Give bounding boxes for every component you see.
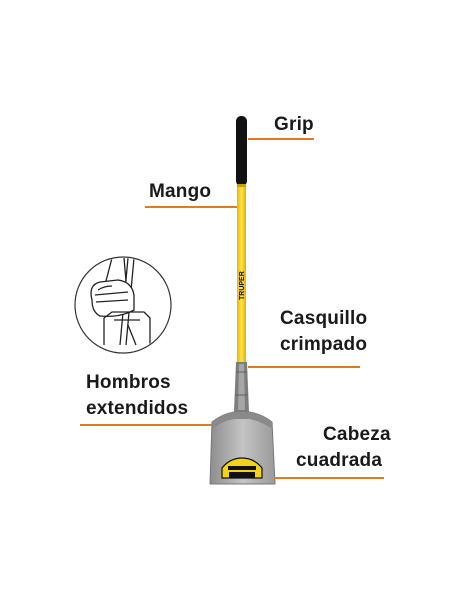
mango-label: Mango xyxy=(149,181,212,202)
grip-part xyxy=(236,116,247,186)
handle-part xyxy=(237,184,246,362)
grip-leader-line xyxy=(248,138,314,140)
ferrule-part xyxy=(234,362,249,412)
hombros-label-line2: extendidos xyxy=(86,398,189,419)
cabeza-label-line1: Cabeza xyxy=(323,424,391,445)
casquillo-leader-line xyxy=(248,366,360,368)
cabeza-leader-line xyxy=(274,477,384,479)
hombros-leader-line xyxy=(80,424,212,426)
grip-label: Grip xyxy=(274,114,314,135)
hombros-label-line1: Hombros xyxy=(86,372,171,393)
casquillo-label-line2: crimpado xyxy=(280,334,368,355)
mango-leader-line xyxy=(145,206,237,208)
handle-brand: TRUPER xyxy=(239,271,246,300)
casquillo-label-line1: Casquillo xyxy=(280,308,368,329)
cabeza-label-line2: cuadrada xyxy=(296,450,383,471)
foot-on-shoulder-detail-illustration xyxy=(74,256,172,354)
shovel-head xyxy=(209,411,276,485)
